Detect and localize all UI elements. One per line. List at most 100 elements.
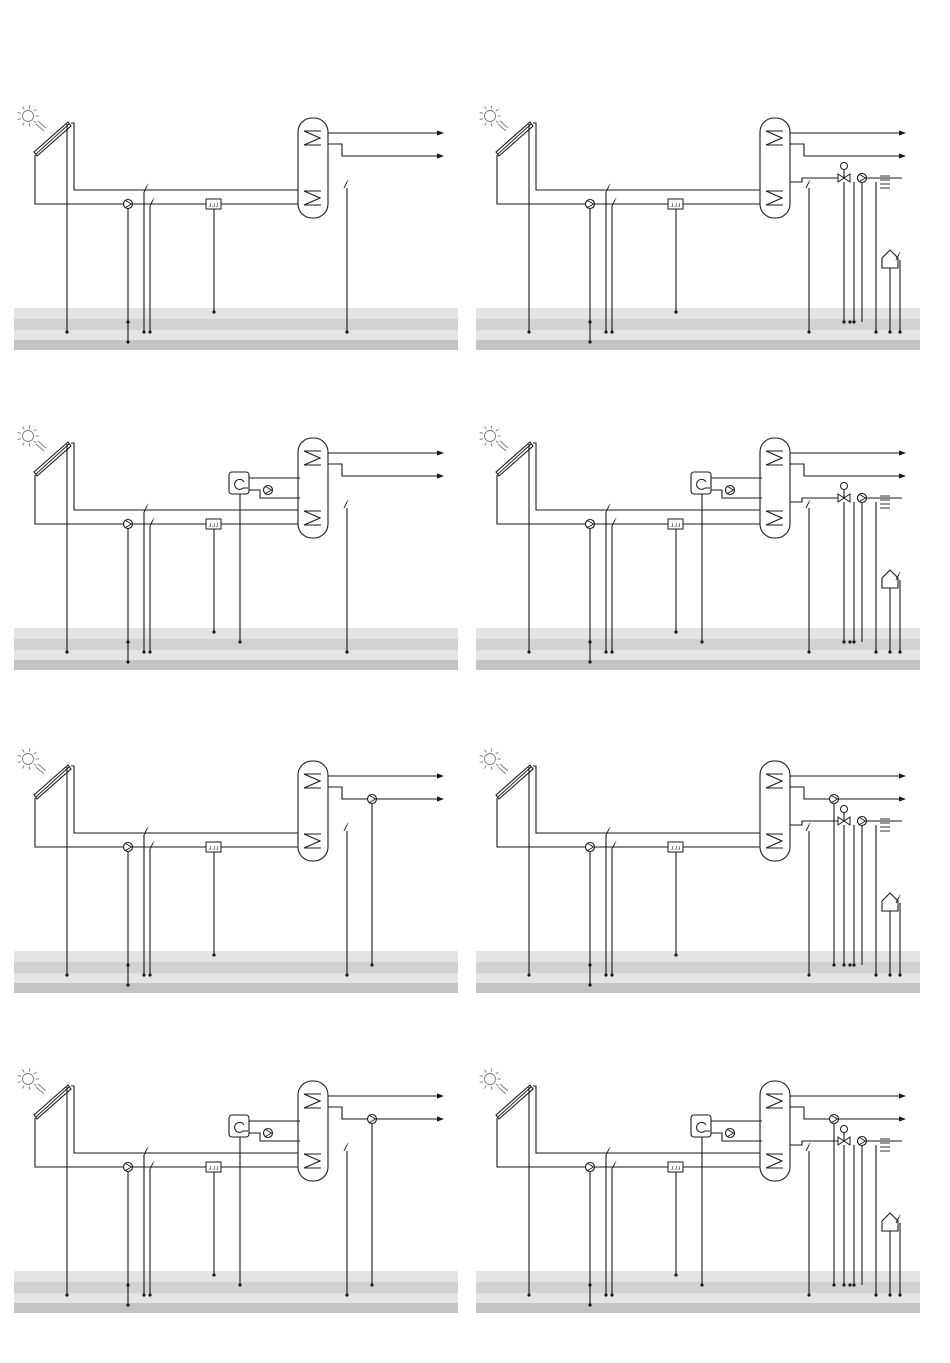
pump-icon bbox=[830, 795, 839, 804]
collector-loop-pipes bbox=[35, 1086, 300, 1167]
terminal-dot bbox=[527, 650, 530, 653]
pump-icon bbox=[124, 200, 133, 209]
sun-icon bbox=[18, 748, 46, 774]
dhw-outlet-pipes bbox=[790, 773, 906, 801]
terminal-dot bbox=[604, 650, 607, 653]
sun-icon bbox=[18, 1068, 46, 1094]
temperature-sensor-icon bbox=[606, 1147, 610, 1155]
timer-module-icon: ɹɹɹ bbox=[206, 199, 221, 209]
terminal-dot bbox=[65, 650, 68, 653]
storage-tank-icon bbox=[298, 1081, 328, 1181]
terminal-dot bbox=[842, 320, 845, 323]
svg-text:ɹɹɹ: ɹɹɹ bbox=[670, 522, 681, 529]
terminal-dot bbox=[345, 650, 348, 653]
schematic-panel-3b: ɹɹɹ bbox=[476, 743, 946, 1043]
outlet-arrow bbox=[437, 153, 444, 158]
terminal-dot bbox=[610, 330, 613, 333]
storage-tank-icon bbox=[760, 118, 790, 218]
temperature-sensor-icon bbox=[612, 841, 616, 849]
terminal-dot bbox=[65, 1293, 68, 1296]
storage-tank-icon bbox=[298, 438, 328, 538]
terminal-dot bbox=[898, 973, 901, 976]
outlet-arrow bbox=[437, 130, 444, 135]
terminal-dot bbox=[604, 973, 607, 976]
svg-text:ɹɹɹ: ɹɹɹ bbox=[208, 845, 219, 852]
terminal-dot bbox=[888, 330, 891, 333]
pump-icon bbox=[858, 494, 867, 503]
pump-icon bbox=[586, 200, 595, 209]
temperature-sensor-icon bbox=[150, 1161, 154, 1169]
schematic-drawing: ɹɹɹ bbox=[14, 1063, 474, 1318]
terminal-dot bbox=[700, 1283, 703, 1286]
outlet-arrow bbox=[437, 1093, 444, 1098]
temperature-sensor-icon bbox=[806, 500, 810, 508]
schematic-panel-4b: ɹɹɹ bbox=[476, 1063, 946, 1363]
terminal-dot bbox=[527, 973, 530, 976]
terminal-dot bbox=[842, 640, 845, 643]
timer-module-icon: ɹɹɹ bbox=[206, 842, 221, 852]
terminal-dot bbox=[148, 1293, 151, 1296]
terminal-dot bbox=[610, 973, 613, 976]
schematic-drawing: ɹɹɹ bbox=[14, 100, 474, 355]
terminal-dot bbox=[345, 973, 348, 976]
temperature-sensor-icon bbox=[806, 1143, 810, 1151]
terminal-dot bbox=[807, 1293, 810, 1296]
terminal-strip-icon bbox=[476, 628, 920, 670]
house-icon bbox=[882, 570, 898, 588]
terminal-dot bbox=[852, 963, 855, 966]
terminal-dot bbox=[807, 330, 810, 333]
terminal-dot bbox=[842, 963, 845, 966]
temperature-sensor-icon bbox=[612, 1161, 616, 1169]
pump-icon bbox=[368, 795, 377, 804]
terminal-dot bbox=[848, 640, 851, 643]
temperature-sensor-icon bbox=[606, 184, 610, 192]
terminal-dot bbox=[874, 650, 877, 653]
terminal-dot bbox=[898, 650, 901, 653]
terminal-strip-icon bbox=[14, 1271, 458, 1313]
house-icon bbox=[882, 893, 898, 911]
terminal-dot bbox=[527, 330, 530, 333]
terminal-dot bbox=[370, 963, 373, 966]
mixing-valve-icon bbox=[838, 806, 850, 826]
temperature-sensor-icon bbox=[150, 841, 154, 849]
terminal-dot bbox=[807, 973, 810, 976]
terminal-dot bbox=[610, 1293, 613, 1296]
outlet-arrow bbox=[899, 473, 906, 478]
pump-icon bbox=[858, 1137, 867, 1146]
terminal-dot bbox=[142, 330, 145, 333]
terminal-dot bbox=[142, 1293, 145, 1296]
schematic-panel-3a: ɹɹɹ bbox=[14, 743, 484, 1043]
temperature-sensor-icon bbox=[150, 198, 154, 206]
terminal-dot bbox=[874, 973, 877, 976]
schematic-drawing: ɹɹɹ bbox=[14, 743, 474, 998]
timer-module-icon: ɹɹɹ bbox=[668, 199, 683, 209]
schematic-drawing: ɹɹɹ bbox=[476, 100, 936, 355]
terminal-dot bbox=[142, 973, 145, 976]
terminal-dot bbox=[212, 953, 215, 956]
terminal-dot bbox=[238, 1283, 241, 1286]
terminal-dot bbox=[848, 1283, 851, 1286]
terminal-dot bbox=[212, 310, 215, 313]
terminal-dot bbox=[848, 320, 851, 323]
terminal-dot bbox=[888, 650, 891, 653]
outlet-arrow bbox=[899, 130, 906, 135]
terminal-dot bbox=[610, 650, 613, 653]
outlet-arrow bbox=[437, 773, 444, 778]
terminal-dot bbox=[674, 630, 677, 633]
temperature-sensor-icon bbox=[344, 823, 348, 831]
temperature-sensor-icon bbox=[612, 518, 616, 526]
terminal-dot bbox=[852, 320, 855, 323]
terminal-dot bbox=[345, 1293, 348, 1296]
schematic-panel-2a: ɹɹɹ bbox=[14, 420, 484, 720]
sun-icon bbox=[18, 425, 46, 451]
temperature-sensor-icon bbox=[806, 180, 810, 188]
terminal-strip-icon bbox=[476, 308, 920, 350]
temperature-sensor-icon bbox=[806, 823, 810, 831]
dhw-outlet-pipes bbox=[790, 1093, 906, 1121]
dhw-outlet-pipes bbox=[328, 450, 444, 478]
temperature-sensor-icon bbox=[144, 1147, 148, 1155]
terminal-dot bbox=[842, 1283, 845, 1286]
outlet-arrow bbox=[899, 153, 906, 158]
svg-text:ɹɹɹ: ɹɹɹ bbox=[670, 1165, 681, 1172]
terminal-strip-icon bbox=[14, 308, 458, 350]
